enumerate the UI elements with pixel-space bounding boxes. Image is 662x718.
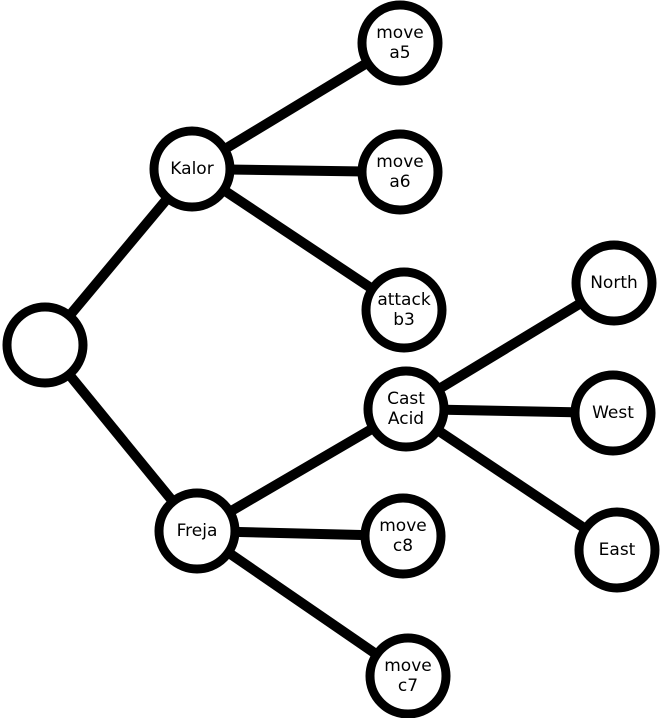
node-label-kalor-line-0: Kalor bbox=[170, 159, 213, 179]
node-label-move-a6-line-0: move bbox=[376, 152, 423, 172]
edge-layer bbox=[41, 38, 620, 681]
node-circle-east bbox=[574, 507, 660, 593]
node-circle-freja bbox=[154, 488, 240, 574]
node-circle-kalor bbox=[149, 126, 235, 212]
node-label-move-c8-line-1: c8 bbox=[393, 536, 413, 556]
node-label-cast-acid-line-0: Cast bbox=[387, 389, 425, 409]
node-circle-attack-b3 bbox=[361, 267, 447, 353]
node-label-move-a5-line-1: a5 bbox=[389, 43, 410, 63]
node-circle-cast-acid bbox=[363, 366, 449, 452]
node-circle-west bbox=[570, 370, 656, 456]
node-label-move-a6-line-1: a6 bbox=[389, 172, 410, 192]
node-west: West bbox=[570, 370, 656, 456]
node-root bbox=[2, 302, 88, 388]
node-label-cast-acid-line-1: Acid bbox=[388, 409, 424, 429]
node-north: North bbox=[571, 240, 657, 326]
node-freja: Freja bbox=[154, 488, 240, 574]
node-circle-move-a5 bbox=[357, 0, 443, 86]
node-label-move-c7-line-1: c7 bbox=[398, 676, 418, 696]
node-label-attack-b3-line-0: attack bbox=[377, 290, 431, 310]
node-circle-move-c8 bbox=[360, 493, 446, 579]
node-label-freja-line-0: Freja bbox=[177, 521, 218, 541]
node-label-move-a5-line-0: move bbox=[376, 23, 423, 43]
edge-freja-to-move-c7 bbox=[194, 526, 411, 681]
node-circle-move-c7 bbox=[365, 633, 451, 718]
node-label-east-line-0: East bbox=[599, 540, 636, 560]
node-label-west-line-0: West bbox=[592, 403, 634, 423]
node-label-move-c7-line-0: move bbox=[384, 656, 431, 676]
node-circle-move-a6 bbox=[357, 129, 443, 215]
node-kalor: Kalor bbox=[149, 126, 235, 212]
node-label-attack-b3-line-1: b3 bbox=[393, 310, 415, 330]
node-label-north-line-0: North bbox=[590, 273, 638, 293]
node-circle-north bbox=[571, 240, 657, 326]
node-label-move-c8-line-0: move bbox=[379, 516, 426, 536]
node-circle-root bbox=[2, 302, 88, 388]
node-east: East bbox=[574, 507, 660, 593]
